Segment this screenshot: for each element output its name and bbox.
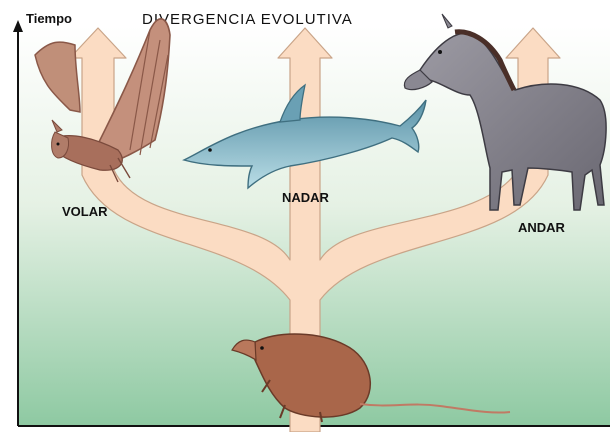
branch-label-nadar: NADAR: [282, 190, 330, 205]
diagram-title: DIVERGENCIA EVOLUTIVA: [142, 11, 353, 28]
branch-label-volar: VOLAR: [62, 204, 108, 219]
branch-label-andar: ANDAR: [518, 220, 566, 235]
y-axis-label: Tiempo: [26, 11, 72, 26]
